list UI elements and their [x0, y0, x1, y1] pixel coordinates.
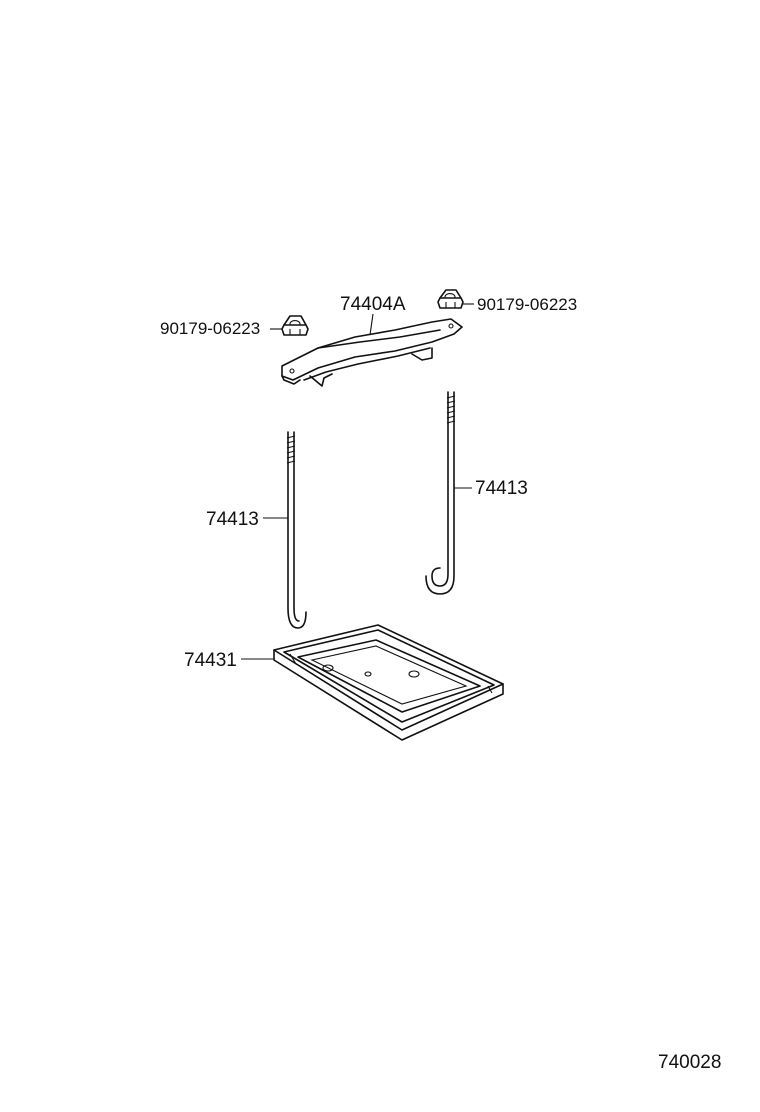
- battery-tray-icon: [273, 624, 504, 741]
- right-rod-part-label: 74413: [475, 478, 528, 499]
- left-hex-nut-icon: [281, 315, 309, 336]
- figure-code-label: 740028: [658, 1052, 721, 1073]
- left-rod-part-label: 74413: [206, 509, 259, 530]
- right-hex-nut-icon: [437, 289, 464, 309]
- clamp-part-label: 74404A: [340, 294, 406, 315]
- tray-part-label: 74431: [184, 650, 237, 671]
- clamp-leader-line: [369, 313, 374, 336]
- right-j-bolt-icon: [425, 391, 456, 595]
- left-j-bolt-icon: [286, 431, 307, 629]
- right-nut-part-label: 90179-06223: [477, 295, 577, 314]
- battery-clamp-icon: [281, 318, 463, 387]
- left-nut-part-label: 90179-06223: [160, 319, 260, 338]
